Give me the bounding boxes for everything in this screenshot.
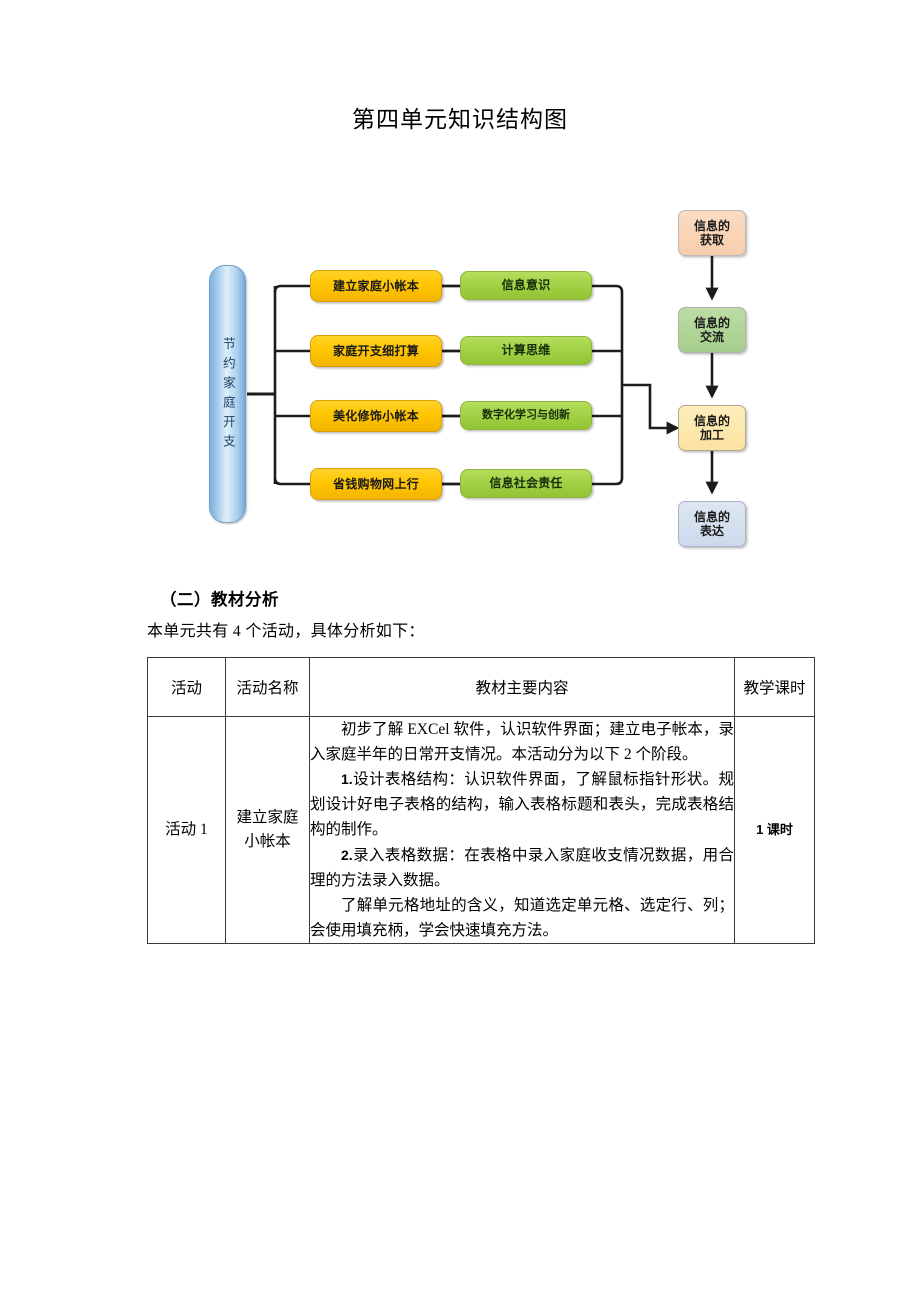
table-header-row: 活动 活动名称 教材主要内容 教学课时 [147, 657, 815, 717]
diagram-chain-node-3: 信息的 加工 [678, 405, 746, 451]
content-paragraph-1: 初步了解 EXCel 软件，认识软件界面；建立电子帐本，录入家庭半年的日常开支情… [310, 721, 734, 764]
diagram-chain-label-2a: 信息的 [693, 315, 730, 330]
content-paragraph-3: 2.录入表格数据：在表格中录入家庭收支情况数据，用合理的方法录入数据。 [310, 843, 734, 893]
diagram-literacy-node-4: 信息社会责任 [460, 469, 592, 498]
diagram-activity-node-1: 建立家庭小帐本 [310, 270, 442, 302]
diagram-chain-label-1a: 信息的 [693, 218, 730, 233]
diagram-root-node: 节约家庭开支 [209, 265, 246, 523]
diagram-chain-node-4: 信息的 表达 [678, 501, 746, 547]
diagram-activity-node-4: 省钱购物网上行 [310, 468, 442, 500]
table-cell-main-content: 初步了解 EXCel 软件，认识软件界面；建立电子帐本，录入家庭半年的日常开支情… [309, 716, 735, 944]
content-paragraph-2-text: 设计表格结构：认识软件界面，了解鼠标指针形状。规划设计好电子表格的结构，输入表格… [310, 771, 734, 839]
table-cell-activity-label: 活动 1 [165, 820, 208, 838]
page-title: 第四单元知识结构图 [352, 106, 568, 132]
diagram-literacy-label-1: 信息意识 [501, 278, 551, 293]
table-header-activity: 活动 [147, 657, 226, 717]
table-row: 活动 1 建立家庭 小帐本 初步了解 EXCel 软件，认识软件界面；建立电子帐… [147, 716, 815, 944]
diagram-chain-label-4a: 信息的 [693, 509, 730, 524]
content-paragraph-2: 1.设计表格结构：认识软件界面，了解鼠标指针形状。规划设计好电子表格的结构，输入… [310, 767, 734, 842]
diagram-chain-node-1: 信息的 获取 [678, 210, 746, 256]
table-header-main-content: 教材主要内容 [309, 657, 735, 717]
diagram-chain-label-3b: 加工 [699, 428, 724, 442]
diagram-chain-label-3a: 信息的 [693, 413, 730, 428]
table-cell-teaching-hours-value: 1 课时 [756, 821, 793, 837]
table-header-teaching-hours: 教学课时 [734, 657, 815, 717]
content-paragraph-2-number: 1. [341, 771, 353, 788]
table-cell-activity-name-line1: 建立家庭 [236, 808, 299, 826]
table-cell-activity: 活动 1 [147, 716, 226, 944]
diagram-chain-label-2b: 交流 [699, 330, 724, 344]
section-lead-text: 本单元共有 4 个活动，具体分析如下： [147, 623, 425, 640]
textbook-analysis-table: 活动 活动名称 教材主要内容 教学课时 活动 1 建立家庭 小帐本 初步了解 E… [147, 657, 815, 944]
diagram-literacy-label-2: 计算思维 [501, 343, 551, 358]
content-paragraph-3-text: 录入表格数据：在表格中录入家庭收支情况数据，用合理的方法录入数据。 [310, 846, 734, 889]
diagram-literacy-node-3: 数字化学习与创新 [460, 401, 592, 430]
diagram-literacy-node-2: 计算思维 [460, 336, 592, 365]
diagram-activity-node-3: 美化修饰小帐本 [310, 400, 442, 432]
diagram-chain-label-4b: 表达 [699, 524, 724, 538]
table-header-activity-name: 活动名称 [225, 657, 310, 717]
diagram-literacy-label-3: 数字化学习与创新 [482, 409, 570, 422]
table-cell-activity-name: 建立家庭 小帐本 [225, 716, 310, 944]
diagram-chain-node-2: 信息的 交流 [678, 307, 746, 353]
diagram-literacy-node-1: 信息意识 [460, 271, 592, 300]
table-cell-teaching-hours: 1 课时 [734, 716, 815, 944]
table-cell-activity-name-line2: 小帐本 [244, 832, 291, 850]
diagram-literacy-label-4: 信息社会责任 [489, 476, 563, 491]
diagram-activity-node-2: 家庭开支细打算 [310, 335, 442, 367]
content-paragraph-4: 了解单元格地址的含义，知道选定单元格、选定行、列；会使用填充柄，学会快速填充方法… [310, 896, 734, 939]
diagram-chain-label-1b: 获取 [699, 233, 724, 247]
section-heading: （二）教材分析 [160, 591, 279, 609]
knowledge-structure-diagram: 节约家庭开支 建立家庭小帐本 家庭开支细打算 美化修饰小帐本 省钱购物网上行 信… [150, 180, 810, 570]
content-paragraph-3-number: 2. [341, 846, 353, 863]
diagram-connectors [247, 256, 719, 495]
